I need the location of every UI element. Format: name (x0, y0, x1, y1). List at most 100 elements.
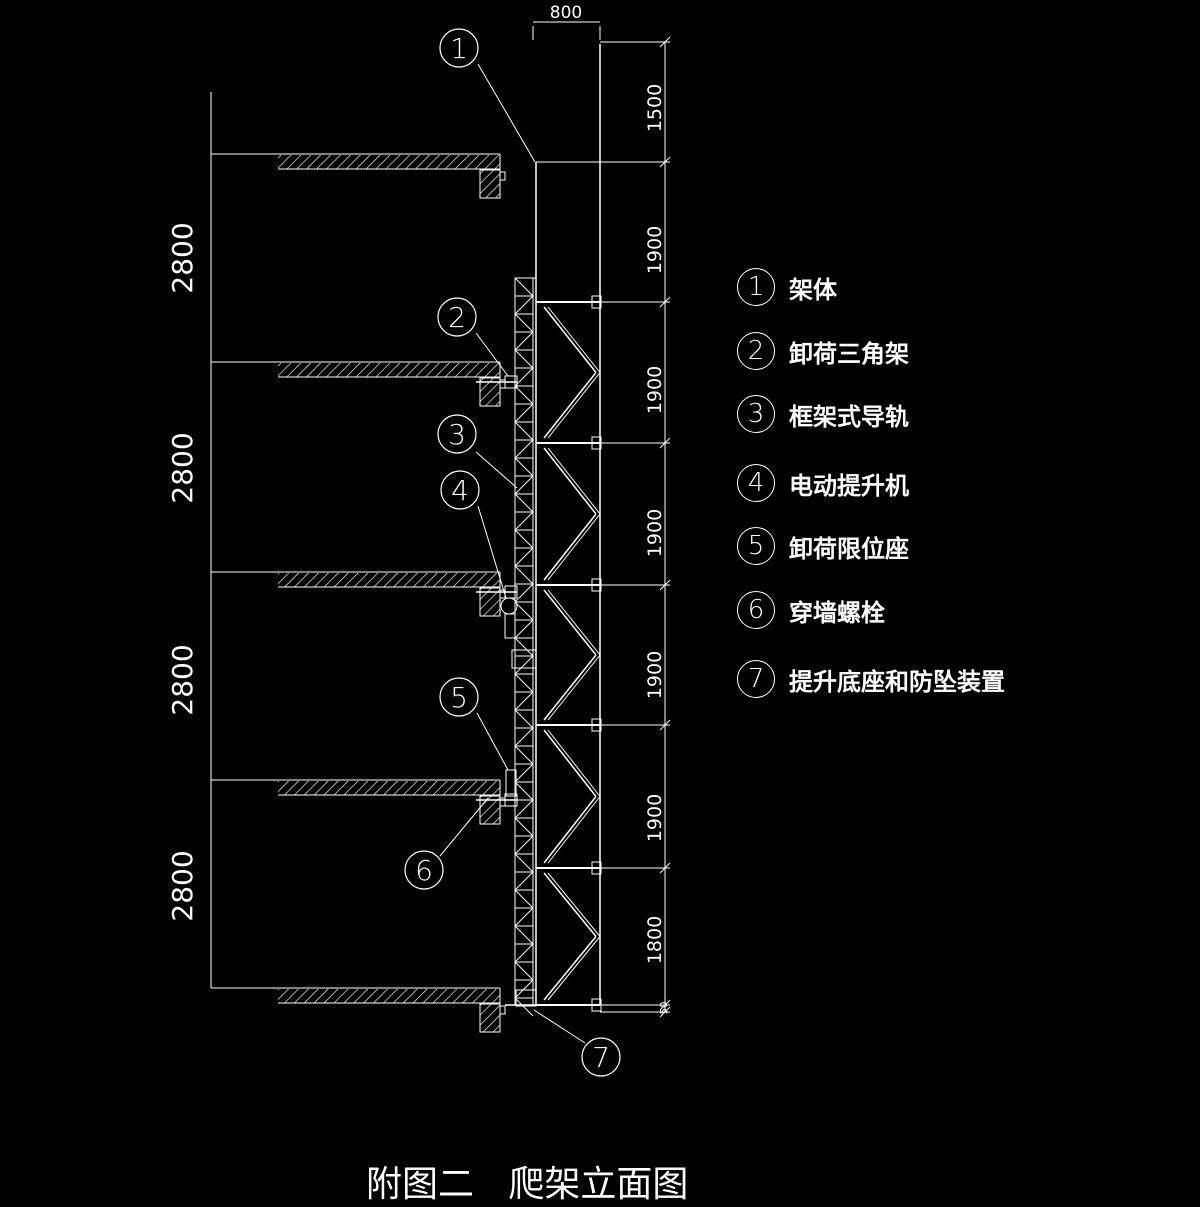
hoist-body (511, 649, 537, 669)
callout-leader (533, 1009, 586, 1044)
legend-number-circle: 4 (737, 464, 775, 502)
dim-label-frame: 1900 (644, 794, 666, 842)
dim-label-floor: 2800 (166, 432, 199, 503)
guide-rail-brace (514, 691, 534, 711)
guide-rail-brace (514, 349, 534, 369)
legend-label: 卸荷三角架 (789, 339, 909, 368)
dim-tick (659, 156, 671, 168)
dim-label-floor: 2800 (166, 644, 199, 715)
guide-rail-brace (514, 331, 534, 351)
legend-item: 2 卸荷三角架 (737, 331, 909, 371)
guide-rail-brace (514, 529, 534, 549)
guide-rail-brace (514, 961, 534, 981)
guide-rail-brace (514, 997, 534, 1017)
guide-rail-brace (514, 547, 534, 567)
dim-label-frame: 1900 (644, 226, 666, 274)
dim-label-floor: 2800 (166, 850, 199, 921)
guide-rail-brace (514, 295, 534, 315)
frame-diagonal (543, 447, 597, 515)
guide-rail-brace (514, 493, 534, 513)
frame-diagonal (547, 306, 601, 373)
callout-leader (475, 451, 518, 489)
callout-circle (404, 850, 444, 890)
guide-rail-brace (514, 583, 534, 603)
guide-rail-brace (514, 367, 534, 387)
guide-rail-brace (514, 637, 534, 657)
legend-label: 框架式导轨 (789, 402, 909, 431)
guide-rail-brace (514, 907, 534, 927)
callout-circle (581, 1037, 621, 1077)
dim-label-width: 800 (550, 3, 582, 23)
callout-circle (437, 414, 477, 454)
frame-diagonal (547, 654, 601, 721)
dim-label-frame: 1900 (644, 366, 666, 414)
guide-rail-brace (514, 871, 534, 891)
legend-item: 7 提升底座和防坠装置 (737, 659, 1005, 699)
figure-caption: 附图二 爬架立面图 (366, 1164, 689, 1205)
legend-number-circle: 3 (737, 395, 775, 433)
callout-number: 3 (448, 418, 466, 451)
edge-beam (479, 377, 501, 407)
dim-label-frame: 1800 (644, 916, 666, 964)
guide-rail-brace (514, 817, 534, 837)
dim-label-frame: 1900 (644, 651, 666, 699)
dim-tick (659, 719, 671, 731)
frame-diagonal (547, 513, 601, 581)
dim-tick (659, 579, 671, 591)
edge-beam (479, 1003, 501, 1033)
wall-bolt-plate (499, 379, 506, 389)
wall-bolt-plate (499, 171, 506, 181)
frame-diagonal (543, 513, 597, 581)
frame-diagonal (547, 796, 601, 864)
frame-diagonal (543, 872, 597, 937)
guide-rail-brace (514, 313, 534, 333)
guide-rail-brace (514, 277, 534, 297)
guide-rail-brace (514, 385, 534, 405)
guide-rail-brace (514, 475, 534, 495)
guide-rail-brace (514, 781, 534, 801)
electric-hoist (504, 613, 516, 639)
callout-leader (476, 712, 509, 771)
guide-rail-brace (514, 889, 534, 909)
legend-number-circle: 5 (737, 527, 775, 565)
dim-tick (659, 437, 671, 449)
dimension-lines (532, 21, 671, 1018)
dim-label-frame: 1900 (644, 509, 666, 557)
guide-rail-brace (514, 709, 534, 729)
guide-rail-brace (514, 439, 534, 459)
floor-slab-hatch (278, 989, 500, 1003)
frame-diagonal (547, 447, 601, 515)
frame-diagonal (543, 796, 597, 864)
guide-rail-brace (514, 601, 534, 621)
legend-number-circle: 1 (737, 268, 775, 306)
callout-number: 5 (450, 681, 468, 714)
dim-tick (659, 862, 671, 874)
guide-rail-brace (514, 727, 534, 747)
dim-tick (659, 296, 671, 308)
callout-leader (477, 63, 536, 163)
callout-circle (437, 297, 477, 337)
floor-slab-hatch (278, 155, 500, 169)
floor-slab-hatch (278, 363, 500, 377)
legend-number-circle: 7 (737, 660, 775, 698)
floor-slab-hatch (278, 781, 500, 795)
guide-rail-brace (514, 835, 534, 855)
edge-beam (479, 169, 501, 199)
legend-label: 提升底座和防坠装置 (789, 667, 1005, 696)
wall-bolt-plate (499, 797, 506, 807)
frame-diagonal (543, 589, 597, 656)
legend-item: 1 架体 (737, 267, 837, 307)
callout-circle (439, 677, 479, 717)
callout-circle (440, 470, 480, 510)
guide-rail-brace (514, 763, 534, 783)
legend-item: 3 框架式导轨 (737, 394, 909, 434)
legend-number-circle: 6 (737, 591, 775, 629)
edge-beam (479, 587, 501, 617)
callout-number: 1 (450, 32, 468, 65)
callout-number: 2 (448, 301, 466, 334)
unloading-limit-seat (505, 769, 517, 797)
guide-rail-brace (514, 745, 534, 765)
frame-diagonal (543, 372, 597, 439)
frame-diagonal (543, 936, 597, 1001)
